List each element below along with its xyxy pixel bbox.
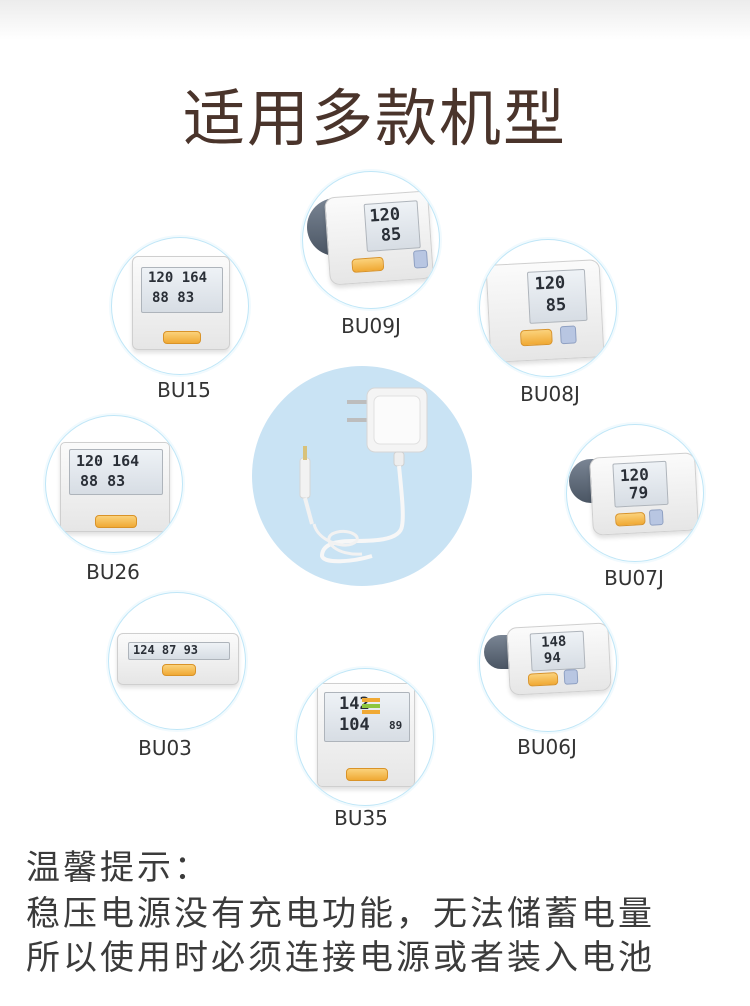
model-circle-bu09j: 120 85 [302,171,440,309]
lcd-reading-bottom: 104 [339,715,370,735]
power-adapter-image [252,366,472,586]
tips-heading: 温馨提示： [26,848,211,888]
lcd-reading-bottom: 88 83 [80,472,126,490]
tips-line-2: 所以使用时必须连接电源或者装入电池 [26,938,655,978]
model-label: BU08J [520,382,580,406]
lcd-reading-top: 120 [368,204,401,227]
model-circle-bu08j: 120 85 [479,239,617,377]
power-adapter-icon [299,387,428,564]
model-circle-bu35: 142 104 89 [296,668,434,806]
lcd-reading: 124 87 93 [133,643,199,657]
model-label: BU06J [517,735,577,759]
model-label: BU35 [334,806,388,830]
model-circle-bu06j: 148 94 [479,594,617,732]
model-label: BU15 [157,378,211,402]
model-circle-bu03: 124 87 93 [108,592,246,730]
lcd-reading-bottom: 85 [380,224,402,246]
lcd-reading-bottom: 88 83 [152,290,195,306]
lcd-reading-bottom: 85 [545,294,567,316]
model-label: BU03 [138,736,192,760]
lcd-reading-pulse: 89 [389,719,403,732]
model-circle-bu15: 120 164 88 83 [111,237,249,375]
lcd-reading-top: 120 164 [76,452,140,470]
model-label: BU26 [86,560,140,584]
lcd-reading-bottom: 79 [628,482,649,503]
model-label: BU09J [341,314,401,338]
lcd-reading-bottom: 94 [543,649,562,667]
lcd-reading-top: 148 [540,633,567,651]
lcd-reading-top: 120 164 [148,270,208,286]
tips-line-1: 稳压电源没有充电功能，无法储蓄电量 [26,894,655,934]
lcd-reading-top: 120 [534,272,566,295]
model-label: BU07J [604,566,664,590]
model-circle-bu07j: 120 79 [566,424,704,562]
model-circle-bu26: 120 164 88 83 [45,415,183,553]
page-title: 适用多款机型 [182,82,567,155]
